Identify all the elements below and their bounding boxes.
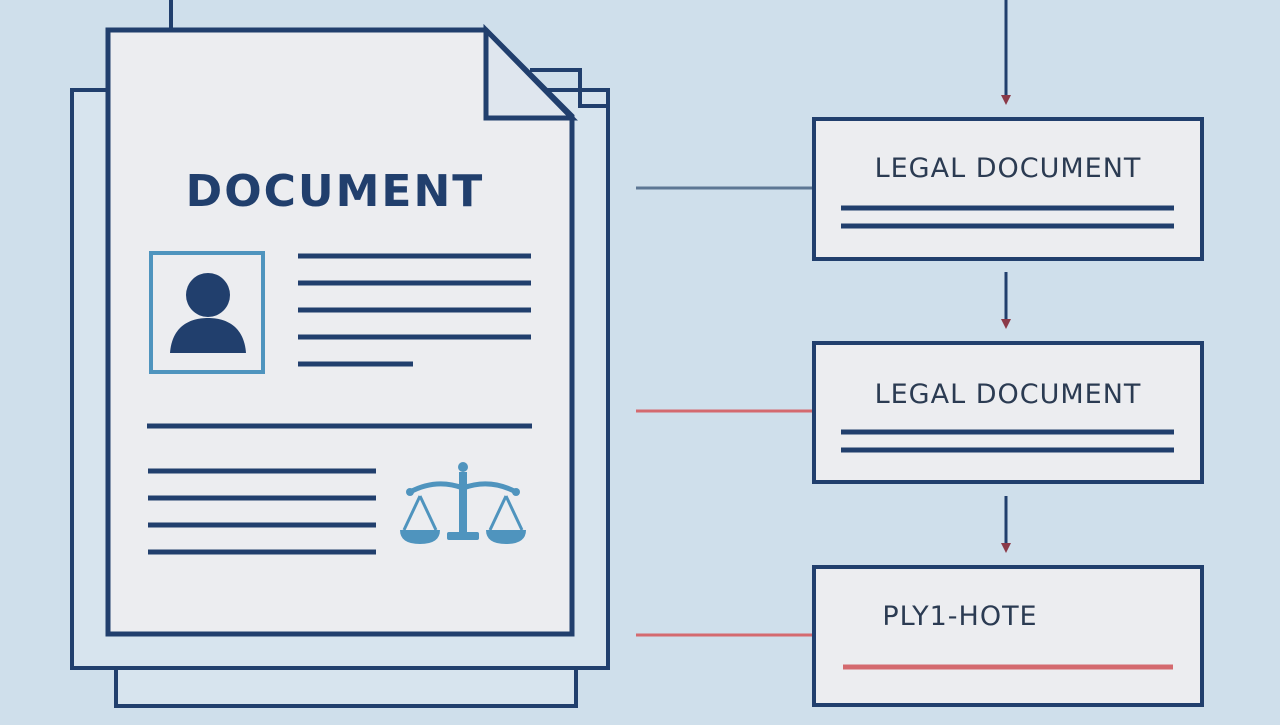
person-avatar-icon [170,273,246,353]
card-2-title: LEGAL DOCUMENT [874,379,1142,410]
folded-corner-icon [483,23,578,121]
document-heading: DOCUMENT [185,166,485,217]
card-1-title: LEGAL DOCUMENT [874,153,1142,184]
document-text-lines-bottom [148,468,376,555]
card-2-box [812,341,1204,484]
back-page-3-tab [530,68,608,108]
scales-of-justice-icon [400,462,526,544]
document-text-lines-top [298,253,531,367]
card-3-title: PLY1-HOTE [882,601,1038,632]
card-3-box [812,565,1204,707]
card-1-box [812,117,1204,261]
main-document-page [105,27,575,637]
